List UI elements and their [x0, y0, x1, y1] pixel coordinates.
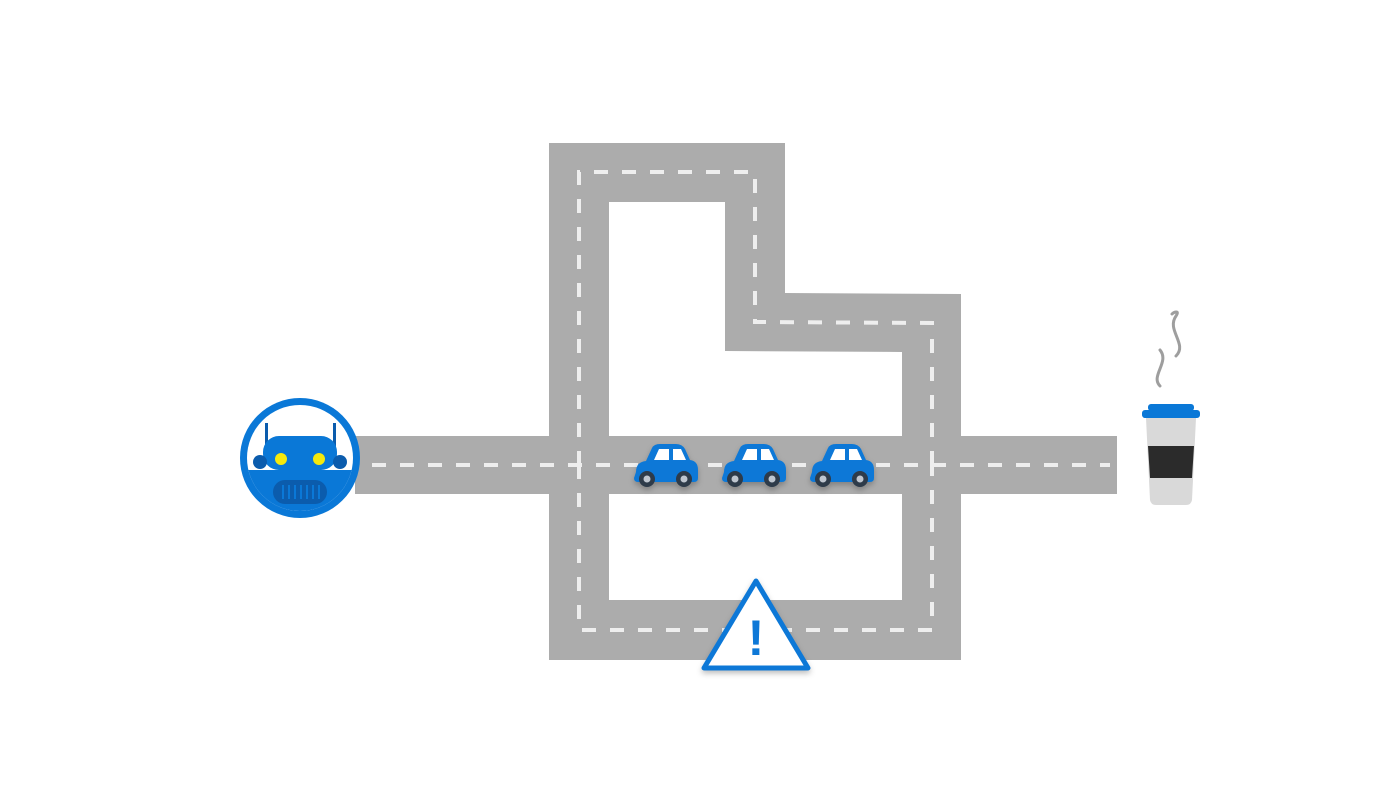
warning-symbol: !: [748, 610, 765, 666]
car-icon: [810, 444, 874, 487]
coffee-cup-icon: [1142, 310, 1200, 505]
lower-loop-road: [549, 494, 961, 660]
upper-loop-road: [549, 143, 961, 436]
car-icon: [722, 444, 786, 487]
car-icon: [634, 444, 698, 487]
traffic-jam: [634, 444, 874, 487]
road-network: [355, 143, 1117, 660]
robot-icon: [240, 398, 360, 518]
steam-icon: [1155, 310, 1182, 388]
warning-triangle-icon: !: [701, 578, 811, 671]
